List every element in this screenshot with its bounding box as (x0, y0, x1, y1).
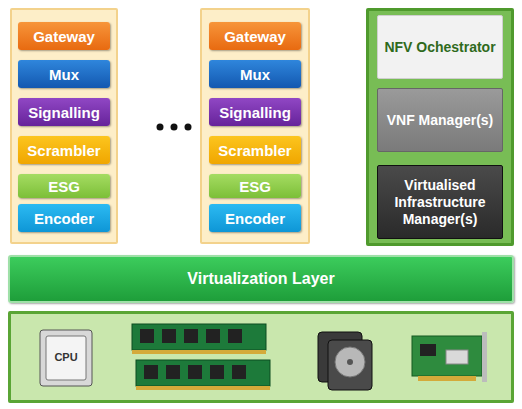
ram-chip (166, 365, 180, 379)
ram-chip (184, 329, 198, 343)
cpu-icon (40, 330, 92, 386)
cpu-chip (46, 336, 86, 380)
ram-chip (206, 329, 220, 343)
node-text: Scrambler (218, 142, 291, 159)
hdd-spindle (347, 359, 353, 365)
node-text: Virtualization Layer (187, 270, 334, 288)
nic-contacts (418, 376, 476, 381)
ram-chip (228, 329, 242, 343)
cpu-pins (40, 330, 92, 386)
node-text: Encoder (225, 210, 285, 227)
node-text: ESG (48, 178, 80, 195)
vnf-function-bar: Encoder (18, 204, 110, 232)
ram-contacts (136, 386, 270, 390)
hdd-icon (318, 332, 372, 390)
dot (185, 124, 192, 131)
node-text: NFV Ochestrator (384, 39, 495, 56)
virtualization-layer: Virtualization Layer (8, 255, 514, 303)
vnf-function-bar: Mux (18, 60, 110, 88)
ram-stick (136, 360, 270, 386)
nic-board (412, 336, 482, 376)
ram-stick (132, 324, 266, 350)
nic-icon (412, 332, 487, 382)
ram-chip (188, 365, 202, 379)
vnf-function-bar: Encoder (209, 204, 301, 232)
dot (171, 124, 178, 131)
vnf-function-bar: Signalling (209, 98, 301, 126)
nic-bracket (482, 332, 487, 382)
node-text: Signalling (28, 104, 100, 121)
ram-chip (162, 329, 176, 343)
vnf-function-bar: Scrambler (209, 136, 301, 164)
ram-icon (132, 324, 270, 390)
node-text: Mux (49, 66, 79, 83)
vnf-manager-box: VNF Manager(s) (377, 88, 503, 152)
node-text: Encoder (34, 210, 94, 227)
nic-chip (420, 344, 436, 356)
ram-chip (232, 365, 246, 379)
dot (157, 124, 164, 131)
ram-contacts (132, 350, 266, 354)
node-text: ESG (239, 178, 271, 195)
vnf-function-bar: Scrambler (18, 136, 110, 164)
vnf-function-bar: Mux (209, 60, 301, 88)
node-text: Virtualised Infrastructure Manager(s) (382, 177, 498, 228)
vnf-function-bar: Gateway (18, 22, 110, 50)
ram-chip (210, 365, 224, 379)
vnf-function-bar: Signalling (18, 98, 110, 126)
node-text: Gateway (33, 28, 95, 45)
node-text: Gateway (224, 28, 286, 45)
chip-label: CPU (46, 351, 86, 363)
ram-chip (144, 365, 158, 379)
orchestrator-box: NFV Ochestrator (377, 15, 503, 79)
vim-box: Virtualised Infrastructure Manager(s) (377, 165, 503, 239)
node-text: Scrambler (27, 142, 100, 159)
hdd-platter (335, 347, 365, 377)
vnf-function-bar: ESG (209, 174, 301, 198)
nic-port (446, 350, 468, 364)
node-text: Mux (240, 66, 270, 83)
ram-chip (140, 329, 154, 343)
hdd-case (328, 340, 372, 390)
vnf-function-bar: ESG (18, 174, 110, 198)
vnf-function-bar: Gateway (209, 22, 301, 50)
ellipsis-dots (157, 124, 192, 131)
node-text: VNF Manager(s) (387, 112, 494, 129)
node-text: Signalling (219, 104, 291, 121)
